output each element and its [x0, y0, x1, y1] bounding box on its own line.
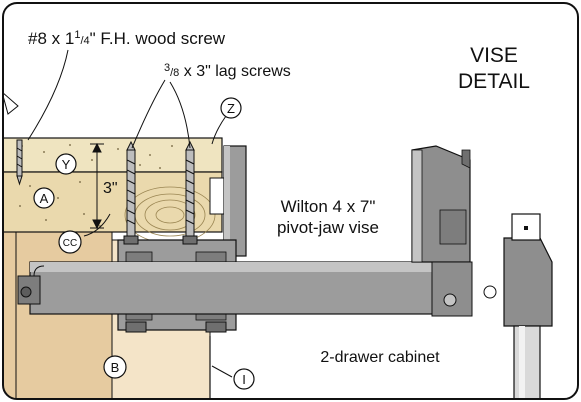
label-lag-screws: 3/8 x 3" lag screws — [164, 62, 291, 80]
callout-i-label: I — [242, 372, 246, 387]
label-vise-line-2: pivot-jaw vise — [277, 218, 379, 237]
callout-cc-label: CC — [63, 238, 77, 249]
callout-i — [233, 368, 255, 390]
vise-handle-hub — [503, 237, 553, 327]
dimension-three-inch — [90, 142, 104, 230]
callout-z-label: Z — [227, 101, 235, 116]
leader-i — [211, 365, 233, 378]
vise-rear-nut — [20, 286, 32, 298]
bolt-nut-left — [125, 321, 147, 333]
vise-handle-rod-highlight — [519, 326, 525, 399]
leader-lines — [27, 49, 233, 378]
leader-wood-screw — [27, 49, 69, 141]
bolt-nut-right — [205, 321, 227, 333]
vise-handle-socket-hole — [524, 226, 528, 230]
title-line-1: VISE — [470, 44, 518, 67]
vise-slide-bar-highlight — [30, 262, 470, 272]
callout-a — [33, 187, 55, 209]
wood-screw — [16, 139, 23, 186]
vise-front-body — [431, 261, 473, 317]
leader-lag-left — [131, 79, 166, 149]
vise-jaw-tab — [461, 149, 471, 169]
dimension-label-bg — [100, 176, 124, 198]
leader-z — [211, 115, 227, 145]
vise-screw-hole — [483, 285, 497, 299]
callout-a-label: A — [40, 191, 49, 206]
vise-handle-rod — [513, 325, 541, 399]
cutaway-fold-mark — [3, 90, 19, 115]
cabinet-face-panel — [3, 231, 113, 399]
leader-cc — [83, 213, 111, 237]
vise-rear-hook — [33, 265, 45, 277]
vise-front-jaw-boss — [439, 209, 467, 245]
label-vise-line-1: Wilton 4 x 7" — [281, 197, 376, 216]
lag-screw-right — [182, 140, 198, 245]
diagram-content: 3" Z Y A CC B I #8 x 11/4" F.H. wood scr… — [3, 29, 553, 399]
dimension-label: 3" — [103, 180, 118, 197]
label-wood-screw: #8 x 11/4" F.H. wood screw — [28, 29, 226, 48]
vise-front-jaw-face — [411, 149, 423, 263]
callout-b — [103, 355, 127, 379]
vise-pivot-pin — [443, 293, 457, 307]
leader-lag-right — [169, 81, 191, 149]
lag-screw-left — [123, 140, 139, 245]
callout-b-label: B — [111, 360, 120, 375]
particleboard-texture — [19, 144, 173, 227]
callout-z — [220, 97, 242, 119]
label-cabinet: 2-drawer cabinet — [320, 349, 440, 366]
vise-rear-jaw-highlight — [224, 146, 230, 256]
callout-y-label: Y — [62, 157, 71, 172]
title-line-2: DETAIL — [458, 70, 530, 93]
callout-y — [55, 153, 77, 175]
callout-cc — [58, 230, 82, 254]
